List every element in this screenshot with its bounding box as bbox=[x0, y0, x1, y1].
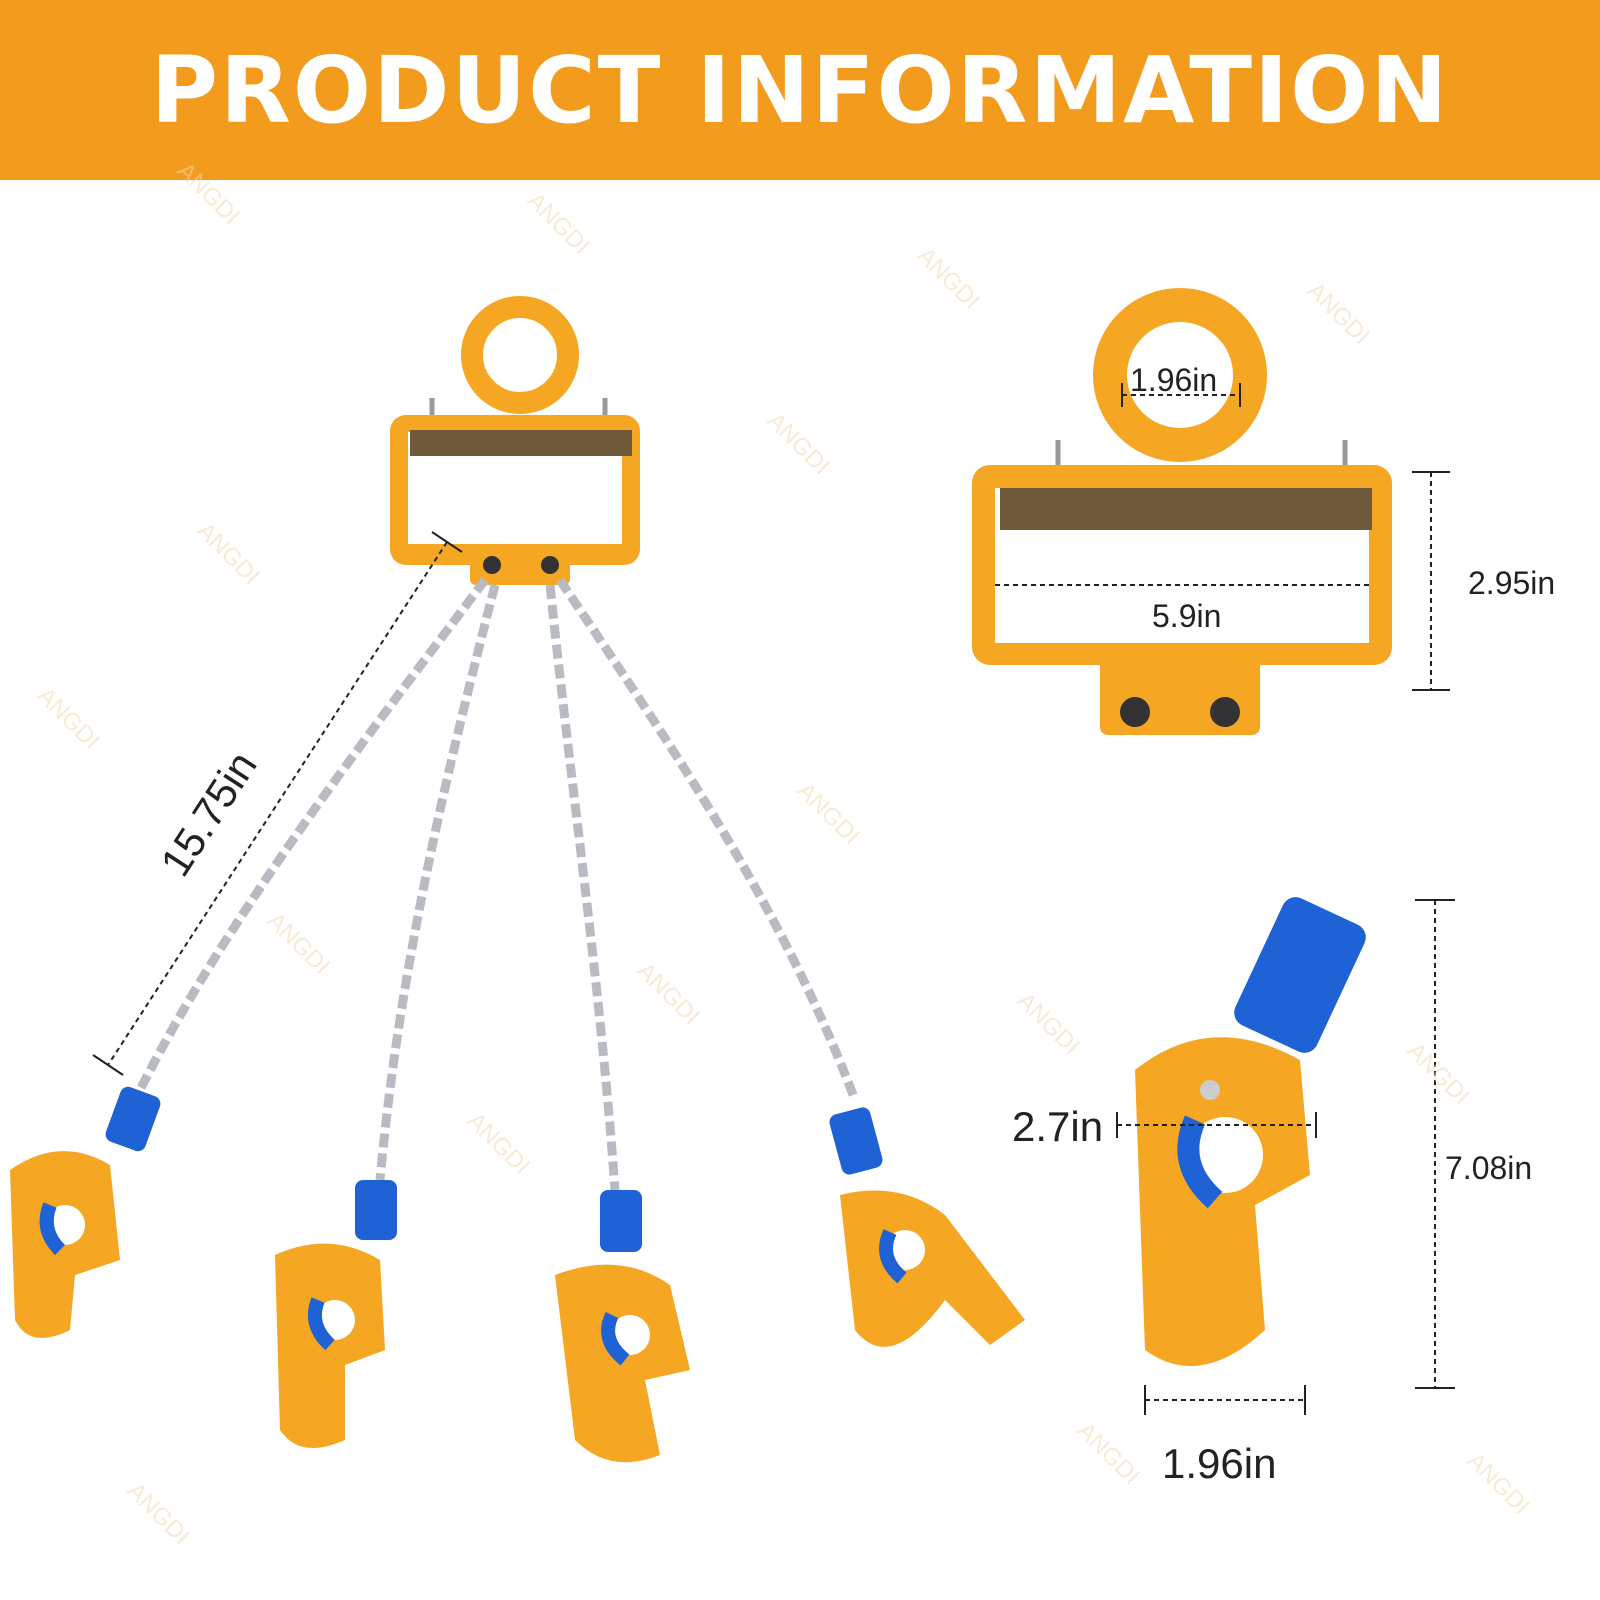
frame-dimension-lines bbox=[995, 383, 1450, 691]
chain-length-dimension bbox=[92, 531, 463, 1076]
hook-detail bbox=[1135, 897, 1366, 1366]
product-illustration bbox=[10, 288, 1455, 1463]
hook-height-label: 7.08in bbox=[1445, 1150, 1533, 1186]
hook-1 bbox=[10, 1086, 161, 1338]
hook-dimension-lines bbox=[1116, 899, 1455, 1415]
frame-detail bbox=[972, 288, 1392, 735]
page-title: PRODUCT INFORMATION bbox=[150, 36, 1450, 144]
ring-diameter-label: 1.96in bbox=[1130, 362, 1218, 398]
frame-height-label: 2.95in bbox=[1468, 565, 1556, 601]
lifting-frame bbox=[390, 296, 640, 585]
chains bbox=[135, 577, 860, 1191]
hook-opening-label: 2.7in bbox=[1012, 1103, 1104, 1150]
hook-3 bbox=[555, 1190, 690, 1463]
frame-width-label: 5.9in bbox=[1152, 598, 1222, 634]
hook-width-label: 1.96in bbox=[1162, 1440, 1277, 1487]
hook-2 bbox=[275, 1180, 397, 1448]
header-banner: PRODUCT INFORMATION bbox=[0, 0, 1600, 180]
hook-4 bbox=[829, 1107, 1025, 1347]
